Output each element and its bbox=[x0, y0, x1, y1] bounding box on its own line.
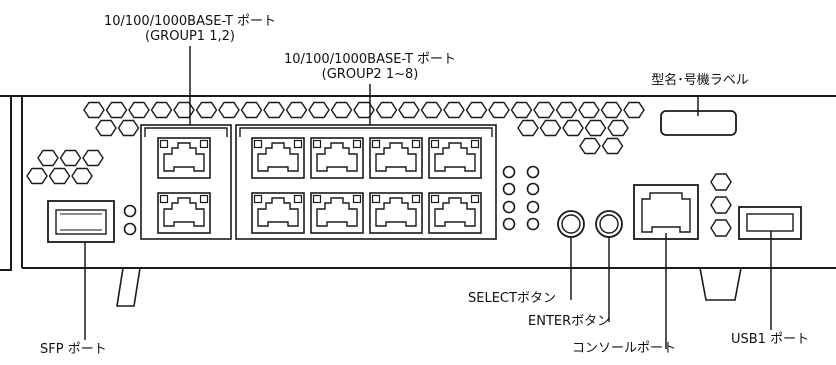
group2-port-1 bbox=[251, 137, 305, 179]
vent-hole bbox=[150, 101, 173, 119]
vent-hole bbox=[71, 167, 93, 185]
vent-hole bbox=[173, 101, 195, 119]
vent-hole bbox=[82, 149, 104, 167]
vent-hole bbox=[533, 101, 555, 119]
vent-hole bbox=[623, 101, 645, 119]
vent-hole bbox=[308, 101, 330, 119]
vent-hole bbox=[263, 101, 285, 119]
vent-hole bbox=[607, 119, 629, 137]
vent-hole bbox=[353, 101, 375, 119]
group1-port-1 bbox=[157, 137, 211, 179]
vent-hole bbox=[240, 101, 263, 119]
vent-hole bbox=[128, 101, 150, 119]
vent-hole bbox=[555, 101, 578, 119]
enter-button bbox=[595, 210, 623, 238]
console-vent-holes bbox=[710, 173, 732, 237]
console-port bbox=[633, 184, 699, 240]
vent-hole bbox=[26, 167, 48, 185]
group2-port-7 bbox=[369, 192, 423, 234]
vent-hole bbox=[510, 101, 533, 119]
group1-port-2 bbox=[157, 192, 211, 234]
leader-lines bbox=[84, 46, 772, 349]
group2-port-5 bbox=[251, 192, 305, 234]
group2-port-2 bbox=[310, 137, 364, 179]
vent-hole bbox=[443, 101, 465, 119]
vent-hole bbox=[218, 101, 240, 119]
vent-hole bbox=[517, 119, 539, 137]
group1-port-sublabel: (GROUP1 1,2) bbox=[145, 29, 235, 44]
group2-port-label: 10/100/1000BASE-T ポート bbox=[283, 52, 457, 67]
vent-hole bbox=[285, 101, 308, 119]
console-port-caption: コンソールポート bbox=[572, 341, 677, 356]
group2-port-sublabel: (GROUP2 1~8) bbox=[321, 67, 419, 82]
vent-hole bbox=[95, 119, 117, 137]
vent-hole bbox=[83, 101, 105, 119]
vent-hole bbox=[195, 101, 218, 119]
vent-hole bbox=[117, 119, 140, 137]
vent-hole bbox=[330, 101, 353, 119]
group2-port-3 bbox=[369, 137, 423, 179]
vent-hole bbox=[105, 101, 128, 119]
group2-port-block bbox=[235, 124, 497, 240]
vent-hole bbox=[375, 101, 398, 119]
enter-button-caption: ENTERボタン bbox=[528, 314, 611, 329]
vent-hole bbox=[539, 119, 562, 137]
vent-hole bbox=[600, 101, 623, 119]
vent-hole bbox=[48, 167, 71, 185]
select-button-caption: SELECTボタン bbox=[468, 291, 556, 306]
vent-hole bbox=[398, 101, 420, 119]
group2-port-6 bbox=[310, 192, 364, 234]
vent-hole bbox=[562, 119, 584, 137]
vent-hole bbox=[59, 149, 82, 167]
usb-port-caption: USB1 ポート bbox=[731, 332, 810, 347]
vent-hole bbox=[37, 149, 59, 167]
group1-port-label: 10/100/1000BASE-T ポート bbox=[103, 14, 277, 29]
model-label-caption: 型名･号機ラベル bbox=[651, 73, 749, 88]
vent-hole bbox=[584, 119, 607, 137]
sfp-port-caption: SFP ポート bbox=[40, 342, 107, 357]
vent-hole bbox=[601, 137, 624, 155]
group1-port-block bbox=[140, 124, 232, 240]
vent-hole bbox=[578, 101, 600, 119]
group2-port-8 bbox=[428, 192, 482, 234]
group2-port-4 bbox=[428, 137, 482, 179]
vent-hole bbox=[465, 101, 488, 119]
usb-port bbox=[738, 206, 802, 240]
vent-hole bbox=[579, 137, 601, 155]
device-feet bbox=[116, 267, 742, 307]
vent-hole bbox=[488, 101, 510, 119]
ventilation-holes bbox=[26, 101, 645, 185]
vent-hole bbox=[420, 101, 443, 119]
select-button bbox=[557, 210, 585, 238]
leds bbox=[123, 165, 540, 236]
sfp-port bbox=[47, 200, 115, 243]
